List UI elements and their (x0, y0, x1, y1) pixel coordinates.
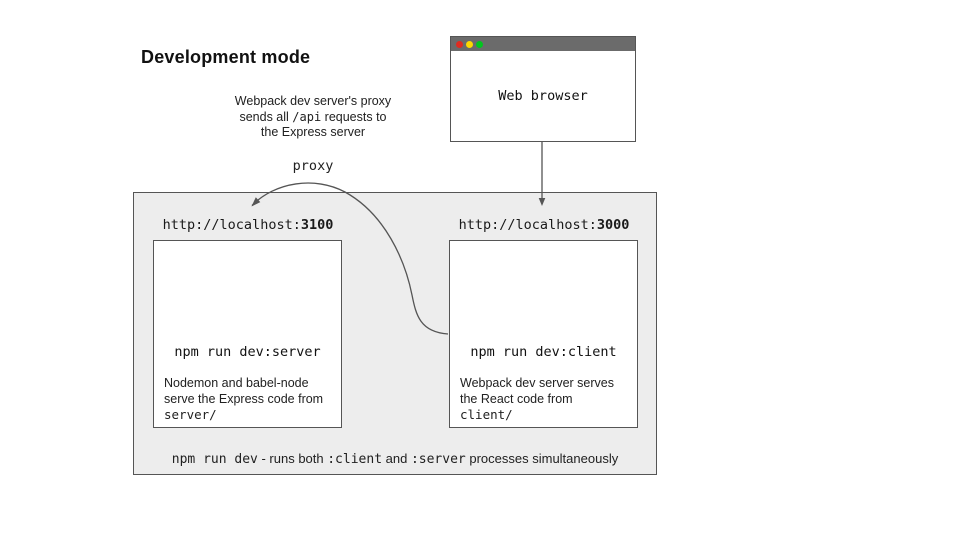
proxy-note-line1: Webpack dev server's proxy (234, 94, 392, 108)
server-script-code: :server (410, 452, 466, 467)
server-port: 3100 (300, 217, 334, 233)
server-description: Nodemon and babel-node serve the Express… (164, 375, 337, 423)
proxy-note-line3: the Express server (260, 125, 366, 139)
window-close-icon (456, 40, 463, 48)
proxy-note-line2: sends all /api requests to (239, 109, 387, 124)
npm-run-dev-code: npm run dev (171, 452, 258, 467)
client-port: 3000 (596, 217, 630, 233)
window-minimize-icon (466, 40, 473, 48)
client-desc-line2: the React code from (460, 392, 573, 406)
window-maximize-icon (476, 40, 483, 48)
proxy-arrow-label: proxy (292, 158, 334, 174)
browser-window: Web browser (450, 36, 636, 142)
client-folder-code: client/ (460, 407, 513, 422)
proxy-note: Webpack dev server's proxy sends all /ap… (223, 94, 403, 141)
client-url-label: http://localhost:3000 (458, 217, 630, 233)
server-url-label: http://localhost:3100 (162, 217, 334, 233)
client-script-code: :client (327, 452, 383, 467)
dev-mode-container: http://localhost:3100 http://localhost:3… (133, 192, 657, 475)
server-folder-code: server/ (164, 407, 217, 422)
server-desc-line2: serve the Express code from (164, 392, 324, 406)
client-desc-line1: Webpack dev server serves (460, 376, 614, 390)
client-command: npm run dev:client (470, 344, 617, 360)
browser-title: Web browser (498, 88, 588, 104)
server-command: npm run dev:server (174, 344, 321, 360)
server-box: npm run dev:server Nodemon and babel-nod… (153, 240, 342, 428)
page-title: Development mode (141, 47, 311, 67)
client-description: Webpack dev server serves the React code… (460, 375, 633, 423)
browser-titlebar (451, 37, 635, 51)
container-caption: npm run dev - runs both :client and :ser… (171, 451, 619, 467)
api-path-code: /api (292, 109, 322, 124)
client-box: npm run dev:client Webpack dev server se… (449, 240, 638, 428)
server-desc-line1: Nodemon and babel-node (164, 376, 309, 390)
